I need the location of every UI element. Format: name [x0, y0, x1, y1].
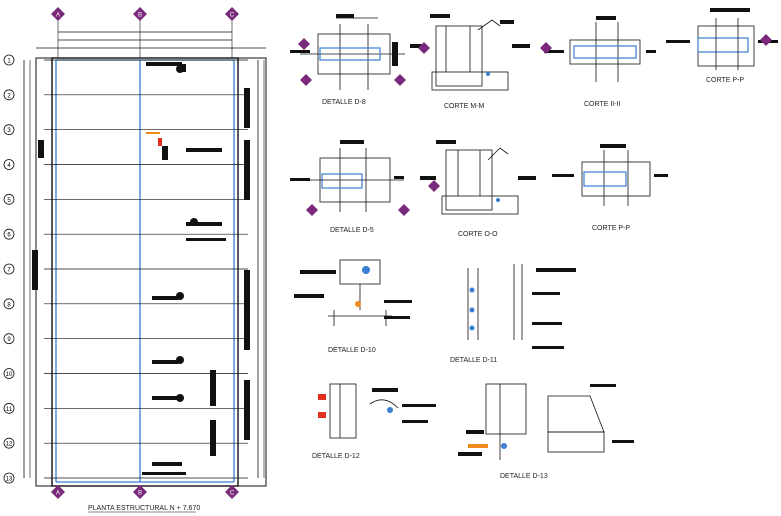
row-axis-bubble	[3, 402, 15, 414]
row-axis-label: 1	[7, 59, 11, 65]
row-axis-label: 9	[7, 337, 11, 343]
row-axis-label: 13	[6, 477, 13, 483]
row-axis-bubble	[3, 228, 15, 240]
plan-red-mark	[158, 138, 162, 146]
detail-label: CORTE M-M	[444, 103, 484, 110]
row-axis-bubble	[3, 124, 15, 136]
column-axis-label: B	[138, 13, 142, 19]
row-axis-bubble	[3, 54, 15, 66]
plan-annotations	[32, 62, 250, 475]
corte-oo-drawing	[441, 147, 519, 215]
detail-label: CORTE P-P	[592, 225, 630, 232]
row-axis-label: 6	[7, 233, 11, 239]
detail-label: CORTE II-II	[584, 101, 620, 108]
column-axis-label: B	[138, 491, 142, 497]
detail-d12-drawing	[329, 383, 399, 439]
plan-grid-blue	[55, 59, 235, 483]
corte-ii-drawing	[569, 22, 641, 82]
corte-mm-drawing	[431, 19, 509, 91]
column-axis-label: C	[230, 13, 235, 19]
column-axis-label: C	[230, 491, 235, 497]
row-axis-label: 5	[7, 198, 11, 204]
detail-d10-drawing	[328, 259, 392, 326]
column-axis-bubble	[225, 485, 239, 499]
row-axis-bubble	[3, 298, 15, 310]
row-axis-bubble	[3, 89, 15, 101]
plan-joists	[44, 59, 248, 479]
row-axis-bubble	[3, 368, 15, 379]
structural-plan	[23, 14, 267, 487]
row-axis-bubble	[3, 472, 15, 484]
column-axis-bubble	[51, 485, 65, 499]
row-axis-label: 2	[7, 93, 11, 99]
column-axis-label: A	[56, 491, 60, 497]
detail-label: DETALLE D-10	[328, 347, 376, 354]
column-axis-label: A	[56, 13, 60, 19]
corte-pp-mid-drawing	[581, 150, 651, 206]
row-axis-label: 3	[7, 128, 11, 134]
detail-label: CORTE P-P	[706, 77, 744, 84]
row-axis-bubble	[3, 159, 15, 170]
detail-d5-drawing	[300, 148, 404, 212]
column-axis-bubble	[225, 7, 239, 21]
detail-label: DETALLE D-8	[322, 99, 366, 106]
detail-label: DETALLE D-5	[330, 227, 374, 234]
column-axis-bubble	[51, 7, 65, 21]
detail-label: CORTE O-O	[458, 231, 498, 238]
plan-title: PLANTA ESTRUCTURAL N + 7.670	[88, 505, 200, 512]
detail-label: DETALLE D-11	[450, 357, 497, 364]
row-axis-bubble	[3, 333, 15, 345]
plan-orange-mark	[146, 132, 160, 134]
row-axis-label: 12	[6, 442, 13, 448]
row-axis-bubble	[3, 263, 15, 275]
row-axis-label: 8	[7, 302, 11, 308]
row-axis-label: 7	[7, 268, 11, 274]
column-axis-bubble	[133, 485, 147, 499]
row-axis-label: 4	[7, 163, 11, 169]
detail-label: DETALLE D-12	[312, 453, 360, 460]
corte-pp-top-drawing	[697, 18, 755, 70]
row-axis-label: 11	[6, 407, 13, 413]
row-axis-bubble	[3, 193, 15, 205]
detail-d8-drawing	[300, 17, 405, 90]
section-markers	[298, 34, 772, 216]
detail-d13-drawing	[485, 383, 605, 460]
detail-label: DETALLE D-13	[500, 473, 548, 480]
column-axis-bubbles: A A B B C C	[51, 7, 239, 499]
row-axis-label: 10	[6, 372, 13, 378]
detail-d11-drawing	[467, 264, 523, 340]
column-axis-bubble	[133, 7, 147, 21]
row-axis-bubble	[3, 437, 15, 449]
